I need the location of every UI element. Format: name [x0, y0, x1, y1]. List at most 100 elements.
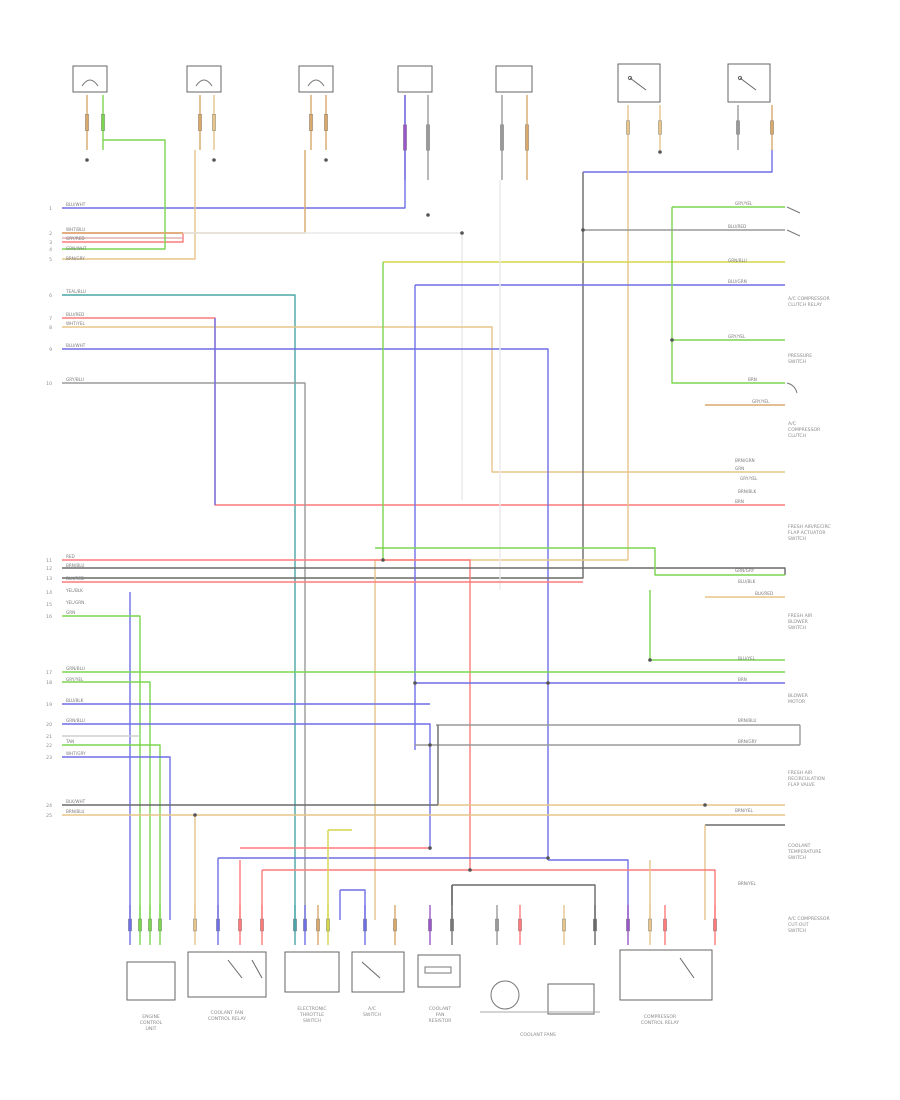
terminal-band	[324, 114, 328, 131]
sensor-element	[81, 79, 99, 87]
pin-number: 3	[49, 240, 52, 246]
wire-color-label: GRN/BLU	[66, 666, 85, 671]
splice-dot	[546, 681, 550, 685]
coolant-fan-relay-label: COOLANT FAN	[211, 1010, 244, 1016]
coolant-fan-relay-box	[187, 951, 267, 998]
terminal-band	[658, 120, 662, 135]
pin-number: 23	[46, 755, 52, 761]
terminal-band	[736, 120, 740, 135]
pin-number: 16	[46, 614, 52, 620]
splice-dot	[648, 658, 652, 662]
splice-dot	[212, 158, 216, 162]
pin-number: 15	[46, 602, 52, 608]
terminal-band	[128, 918, 132, 932]
pressure-switch-1-box	[617, 63, 661, 103]
splice-dot	[428, 846, 432, 850]
pin-number: 9	[49, 347, 52, 353]
compressor-relay-label: COMPRESSOR	[644, 1014, 677, 1020]
pin-number: 11	[46, 558, 52, 564]
wire-color-label: BRN/BLU	[66, 809, 84, 814]
wire-blu-wht-2	[62, 348, 549, 860]
pressure-switch-2-box	[727, 63, 771, 103]
right-component-label: COMPRESSOR	[788, 427, 821, 433]
right-component-label: FLAP VALVE	[788, 782, 815, 788]
terminal-band	[198, 114, 202, 131]
wire-tan-long	[374, 150, 629, 920]
right-component-label: CLUTCH RELAY	[788, 302, 822, 308]
wire-color-label: BRN/BLU	[66, 563, 84, 568]
splice-dot	[381, 558, 385, 562]
splice-dot	[658, 150, 662, 154]
compressor-relay-box	[619, 949, 713, 1001]
wire-color-label: BLK/WHT	[66, 799, 86, 804]
pin-number: 25	[46, 813, 52, 819]
relay-contact	[679, 957, 695, 979]
wire-color-label: BRN	[735, 499, 744, 504]
wire-color-label: BRN	[748, 377, 757, 382]
sensor-3-box	[298, 65, 334, 93]
wire-color-label: GRN/GRY	[735, 568, 755, 573]
terminal-band	[428, 918, 432, 932]
splice-dot	[468, 868, 472, 872]
terminal-band	[363, 918, 367, 932]
wire-light	[183, 232, 463, 500]
right-component-label: RECIRCULATION	[788, 776, 825, 782]
pin-number: 10	[46, 381, 52, 387]
terminal-band	[626, 120, 630, 135]
wire-color-label: GRN	[735, 466, 744, 471]
fan-motor-1	[490, 980, 520, 1010]
right-component-label: BLOWER	[788, 693, 809, 699]
terminal-band	[713, 918, 717, 932]
wire-color-label: BRN/YEL	[738, 881, 757, 886]
terminal-band	[309, 114, 313, 131]
right-component-label: COOLANT	[788, 843, 811, 849]
throttle-label: SWITCH	[303, 1018, 321, 1024]
right-component-label: CLUTCH	[788, 433, 806, 439]
wire-brn-blu	[62, 567, 786, 575]
wire-color-label: TEAL/BLU	[65, 289, 86, 294]
wire-blu-757	[62, 756, 171, 920]
wire-blu-365	[340, 889, 366, 920]
ecu-label: CONTROL	[140, 1020, 163, 1026]
terminal-band	[648, 918, 652, 932]
wire-color-label: BRN	[738, 677, 747, 682]
wire-grn-wht	[62, 139, 166, 250]
ecu-label: UNIT	[146, 1026, 157, 1032]
right-component-label: FRESH AIR/RECIRC	[788, 524, 831, 530]
pin-number: 8	[49, 325, 52, 331]
wire-blu-wht	[62, 95, 406, 209]
pin-number: 18	[46, 680, 52, 686]
splice-dot	[703, 803, 707, 807]
component-layer	[72, 63, 801, 1015]
terminal-band	[303, 918, 307, 932]
terminal-band	[148, 918, 152, 932]
sensor-element	[195, 79, 213, 87]
terminal-band	[393, 918, 397, 932]
terminal-band	[138, 918, 142, 932]
right-component-label: PRESSURE	[788, 353, 812, 359]
terminal-band	[770, 120, 774, 135]
wire-color-label: GRY/YEL	[752, 399, 770, 404]
wire-color-label: YEL/GRN	[65, 600, 84, 605]
switch-pivot	[737, 75, 743, 81]
relay-contact	[786, 229, 801, 237]
pin-number: 13	[46, 576, 52, 582]
wire-brn-805	[62, 725, 439, 806]
fan-motor-2-box	[547, 983, 595, 1015]
ecu-label: ENGINE	[142, 1014, 160, 1020]
right-component-label: SWITCH	[788, 359, 806, 365]
right-component-label: FRESH AIR	[788, 613, 813, 619]
terminal-band	[85, 114, 89, 131]
wire-color-label: BLU/BLK	[738, 579, 756, 584]
wire-color-label: WHT/BLU	[66, 227, 85, 232]
terminal-band	[593, 918, 597, 932]
pin-number: 5	[49, 257, 52, 263]
wire-color-label: BLU/GRN	[728, 279, 747, 284]
terminal-band	[158, 918, 162, 932]
pin-number: 24	[46, 803, 52, 809]
compressor-relay-label: CONTROL RELAY	[641, 1020, 679, 1026]
splice-dot	[413, 681, 417, 685]
right-component-label: SWITCH	[788, 928, 806, 934]
wire-color-label: BRN/GRY	[738, 739, 757, 744]
ecu-box	[126, 961, 176, 1001]
